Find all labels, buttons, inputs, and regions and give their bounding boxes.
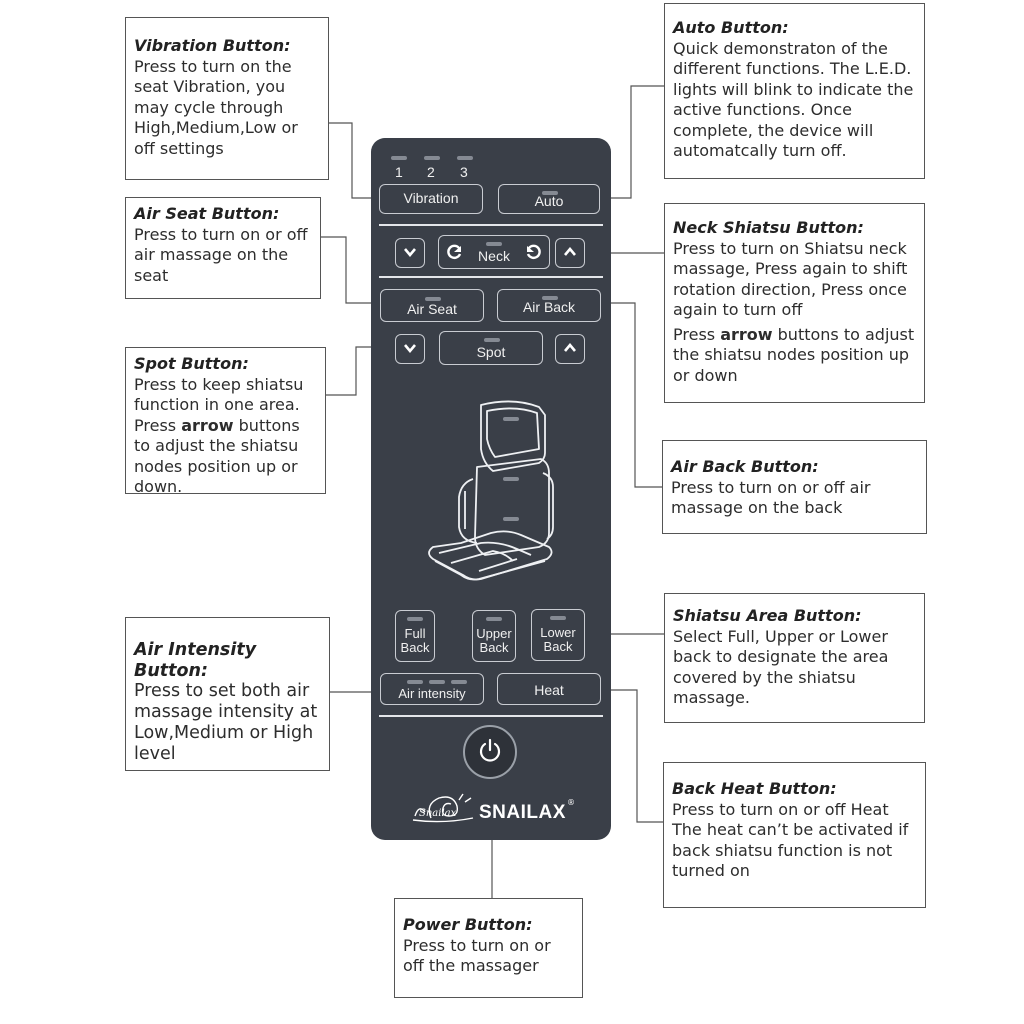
callout-spot: Spot Button: Press to keep shiatsu funct…: [125, 347, 326, 496]
auto-led: [542, 191, 558, 195]
callout-body: Quick demonstraton of the different func…: [673, 38, 914, 161]
callout-title: Back Heat Button:: [672, 779, 837, 798]
vibration-led-2: [424, 156, 440, 160]
upper-back-label: Upper Back: [476, 626, 512, 655]
chevron-up-icon: [563, 338, 577, 357]
air-back-label: Air Back: [522, 299, 576, 315]
neck-up-button[interactable]: [555, 238, 585, 268]
power-icon: [476, 736, 504, 768]
remote-control: 1 2 3 Vibration Auto Neck Air Seat Air: [371, 138, 611, 840]
divider: [379, 715, 603, 717]
spot-down-button[interactable]: [395, 334, 425, 364]
neck-led: [486, 242, 502, 246]
air-seat-button[interactable]: Air Seat: [380, 289, 484, 322]
callout-neck-shiatsu: Neck Shiatsu Button: Press to turn on Sh…: [664, 203, 925, 403]
full-back-label: Full Back: [400, 626, 430, 655]
divider: [379, 224, 603, 226]
callout-title: Air Back Button:: [671, 457, 819, 476]
vibration-level-1: 1: [395, 164, 403, 180]
callout-title: Shiatsu Area Button:: [673, 606, 862, 625]
auto-label: Auto: [534, 193, 564, 209]
leader-back-heat: [603, 689, 663, 823]
callout-title: Vibration Button:: [134, 36, 291, 55]
callout-body: Press to set both air massage intensity …: [134, 681, 318, 764]
callout-body: Press to turn on or off air massage on t…: [134, 224, 308, 285]
callout-body: Press to turn on or off the massager: [403, 935, 551, 976]
callout-body: Press to turn on or off air massage on t…: [671, 477, 871, 518]
air-seat-led: [425, 297, 441, 301]
callout-body: Select Full, Upper or Lower back to desi…: [673, 626, 889, 708]
callout-body: Press to turn on Shiatsu neck massage, P…: [673, 238, 908, 320]
divider: [379, 276, 603, 278]
callout-air-back: Air Back Button: Press to turn on or off…: [662, 440, 927, 534]
full-back-button[interactable]: Full Back: [395, 610, 435, 662]
callout-title: Air Intensity Button:: [134, 640, 257, 681]
vibration-led-1: [391, 156, 407, 160]
air-intensity-led-3: [451, 680, 467, 684]
callout-body-2: Press arrow buttons to adjust the shiats…: [673, 324, 915, 385]
full-back-led: [407, 617, 423, 621]
callout-back-heat: Back Heat Button: Press to turn on or of…: [663, 762, 926, 908]
callout-title: Air Seat Button:: [134, 204, 280, 223]
vibration-label: Vibration: [403, 190, 459, 206]
chevron-down-icon: [403, 242, 417, 261]
leader-air-back: [602, 302, 662, 488]
neck-button[interactable]: Neck: [438, 235, 550, 269]
auto-button[interactable]: Auto: [498, 184, 600, 214]
air-back-led: [542, 296, 558, 300]
callout-title: Spot Button:: [134, 354, 249, 373]
rotate-cw-icon: [525, 243, 543, 264]
callout-body: Press to turn on the seat Vibration, you…: [134, 56, 298, 158]
callout-power: Power Button: Press to turn on or off th…: [394, 898, 583, 998]
air-seat-label: Air Seat: [407, 301, 457, 317]
heat-button[interactable]: Heat: [497, 673, 601, 705]
chevron-up-icon: [563, 242, 577, 261]
air-back-button[interactable]: Air Back: [497, 289, 601, 322]
callout-title: Auto Button:: [673, 18, 789, 37]
callout-vibration: Vibration Button: Press to turn on the s…: [125, 17, 329, 180]
vibration-level-2: 2: [427, 164, 435, 180]
callout-body: Press to turn on or off Heat The heat ca…: [672, 799, 909, 881]
snailax-script: Snailax: [419, 808, 457, 819]
spot-button[interactable]: Spot: [439, 331, 543, 365]
neck-down-button[interactable]: [395, 238, 425, 268]
callout-air-seat: Air Seat Button: Press to turn on or off…: [125, 197, 321, 299]
vibration-level-3: 3: [460, 164, 468, 180]
spot-led: [484, 338, 500, 342]
spot-label: Spot: [476, 344, 506, 360]
callout-title: Neck Shiatsu Button:: [673, 218, 864, 237]
lower-back-led: [550, 616, 566, 620]
brand-name: SNAILAX: [479, 802, 566, 823]
massage-seat-icon: [421, 393, 561, 597]
lower-back-label: Lower Back: [540, 625, 576, 654]
neck-label: Neck: [478, 248, 510, 264]
callout-auto: Auto Button: Quick demonstraton of the d…: [664, 3, 925, 179]
spot-up-button[interactable]: [555, 334, 585, 364]
upper-back-led: [486, 617, 502, 621]
power-button[interactable]: [463, 725, 517, 779]
heat-label: Heat: [534, 682, 564, 698]
chevron-down-icon: [403, 338, 417, 357]
snailax-logo-icon: Snailax: [409, 790, 477, 828]
air-intensity-button[interactable]: Air intensity: [380, 673, 484, 705]
vibration-button[interactable]: Vibration: [379, 184, 483, 214]
rotate-ccw-icon: [445, 243, 463, 264]
callout-shiatsu-area: Shiatsu Area Button: Select Full, Upper …: [664, 593, 925, 723]
air-intensity-led-1: [407, 680, 423, 684]
callout-air-intensity: Air Intensity Button: Press to set both …: [125, 617, 330, 771]
upper-back-button[interactable]: Upper Back: [472, 610, 516, 662]
callout-body: Press to keep shiatsu function in one ar…: [134, 374, 304, 497]
callout-title: Power Button:: [403, 915, 533, 934]
air-intensity-led-2: [429, 680, 445, 684]
brand-registered-mark: ®: [567, 798, 575, 807]
lower-back-button[interactable]: Lower Back: [531, 609, 585, 661]
air-intensity-label: Air intensity: [398, 686, 466, 701]
vibration-led-3: [457, 156, 473, 160]
